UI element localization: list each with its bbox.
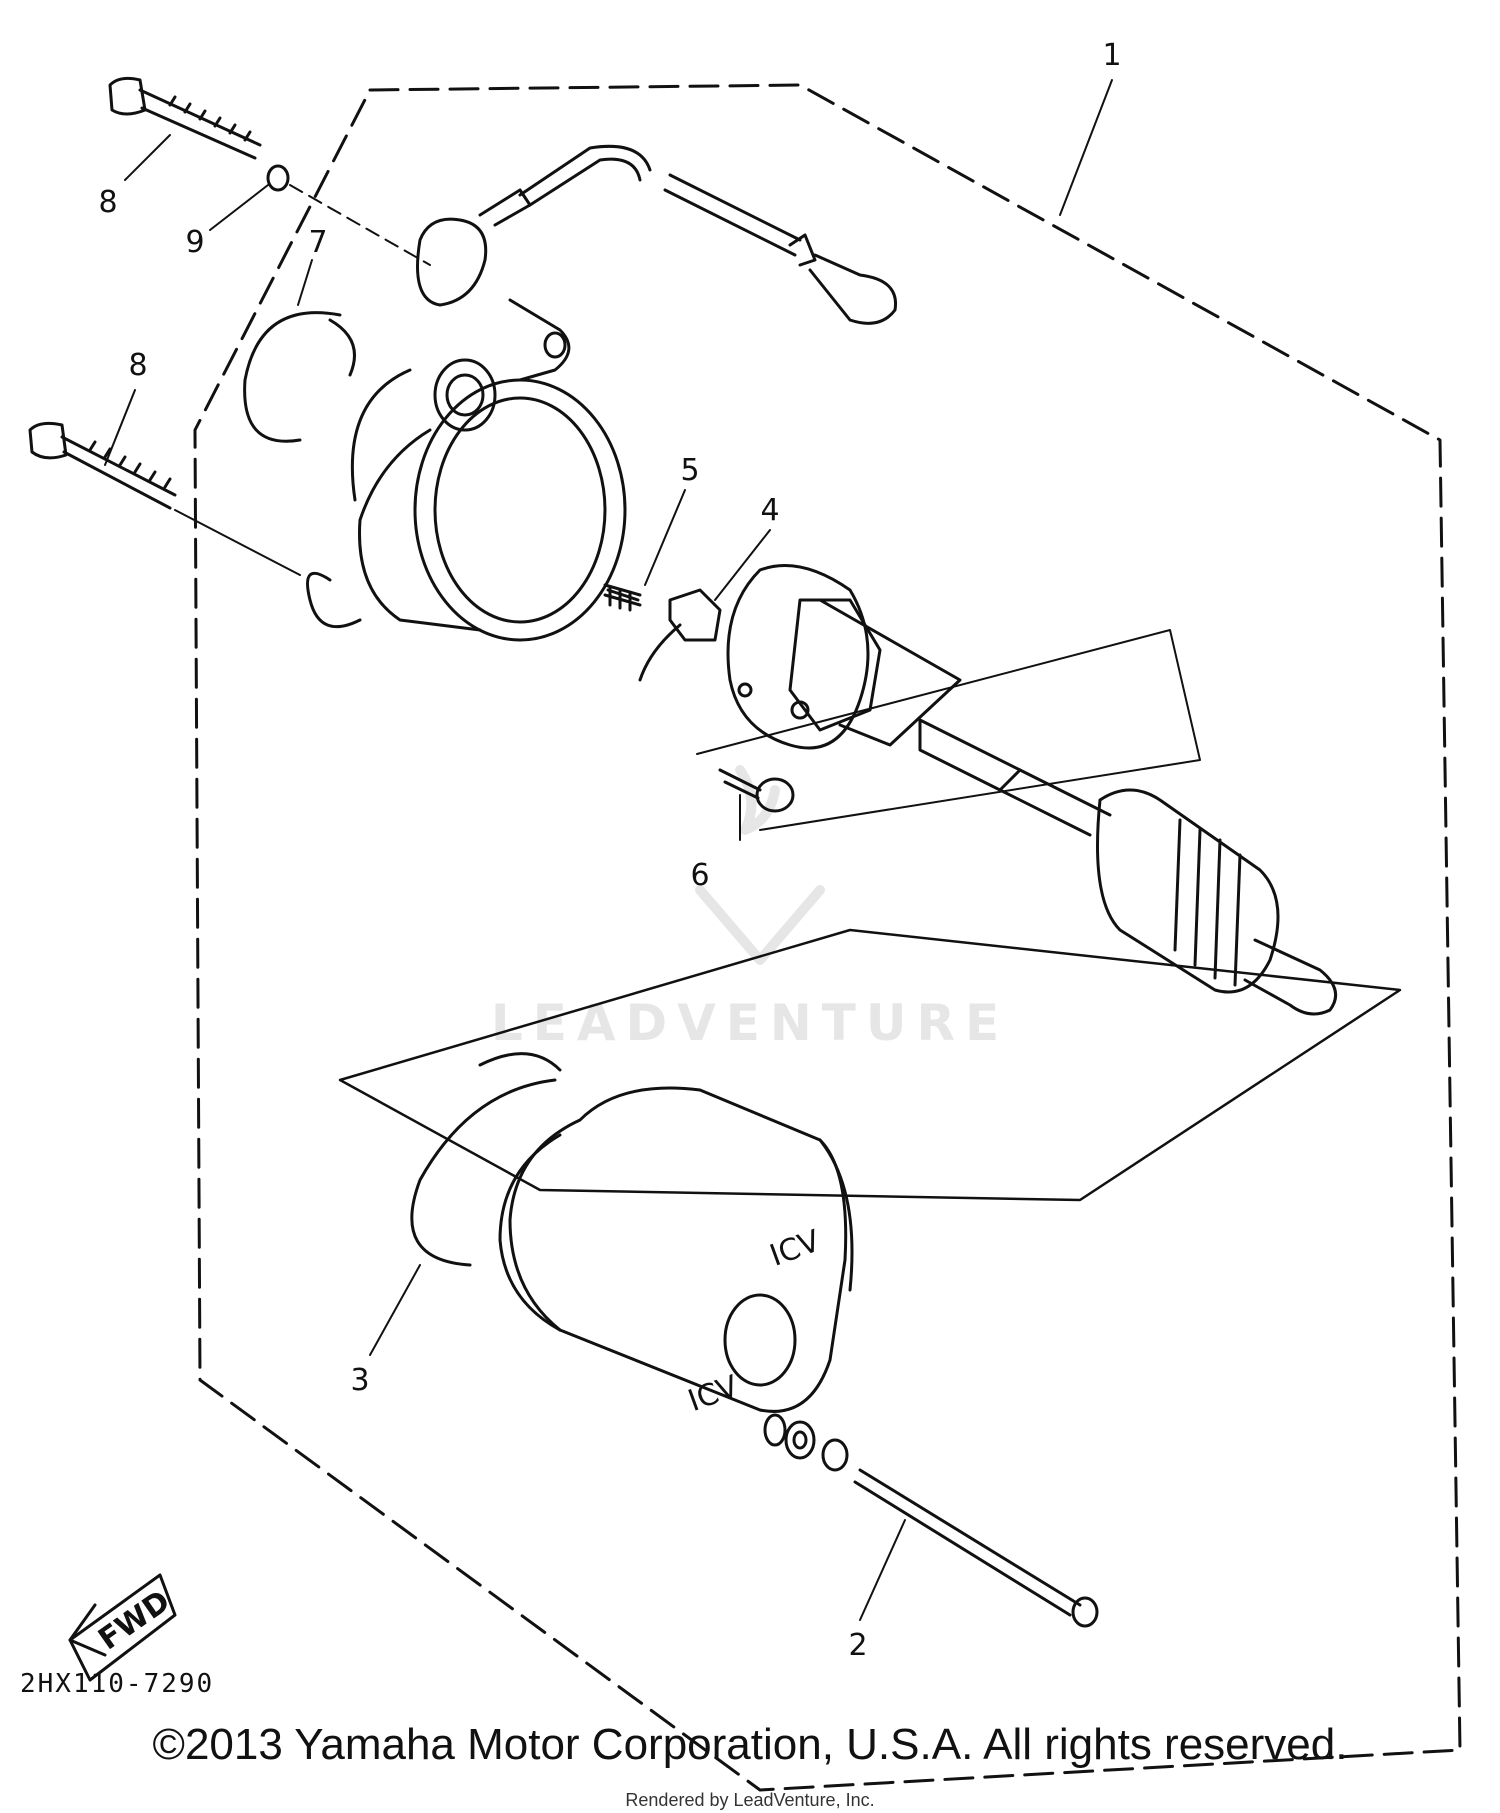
leadventure-watermark-logo — [695, 765, 825, 965]
callout-8-upper: 8 — [98, 185, 117, 220]
brush-holder-plate — [726, 564, 962, 750]
callout-2: 2 — [848, 1628, 867, 1663]
callout-9: 9 — [185, 225, 204, 260]
assembly-outline-dashed — [193, 83, 1462, 1792]
yoke-stamp: ICV — [765, 1223, 825, 1273]
drawing-number: 2HX110-7290 — [20, 1669, 214, 1699]
brush — [638, 588, 722, 682]
callout-8-lower: 8 — [128, 348, 147, 383]
screw — [718, 768, 795, 813]
copyright-notice: ©2013 Yamaha Motor Corporation, U.S.A. A… — [152, 1720, 1348, 1769]
leader-line-dashed — [289, 184, 431, 266]
callout-5: 5 — [680, 453, 699, 488]
callout-3: 3 — [350, 1363, 369, 1398]
leader-9 — [209, 184, 269, 231]
brush-holder-plane-outline — [696, 629, 1201, 831]
leader-8a — [124, 134, 171, 181]
callout-7: 7 — [308, 225, 327, 260]
yoke-stamp-lower: ICV — [684, 1369, 744, 1419]
front-cover — [306, 298, 627, 642]
leader-1 — [1059, 79, 1113, 216]
lead-wire — [416, 144, 898, 325]
leader-8b — [104, 389, 136, 466]
leader-3 — [369, 1264, 421, 1356]
callout-4: 4 — [760, 493, 779, 528]
bolt-upper — [108, 76, 262, 160]
through-bolt-washers — [763, 1413, 849, 1472]
o-ring-upper — [243, 311, 356, 443]
leader-4 — [714, 529, 771, 601]
o-ring-lower — [410, 1052, 562, 1267]
fwd-arrow-icon — [68, 1573, 177, 1682]
leader-7 — [297, 259, 313, 306]
rendered-by-notice: Rendered by LeadVenture, Inc. — [625, 1790, 875, 1810]
leader-5 — [644, 489, 686, 586]
leader-2 — [859, 1519, 906, 1621]
brush-spring — [603, 583, 642, 612]
washer — [266, 164, 290, 192]
yoke — [498, 1086, 854, 1413]
armature — [918, 718, 1338, 1016]
leader-line-long — [174, 509, 301, 576]
watermark-text: LEADVENTURE — [491, 994, 1009, 1052]
callout-1: 1 — [1102, 38, 1121, 73]
bolt-lower — [28, 421, 177, 510]
armature-plane-outline — [338, 928, 1402, 1202]
through-bolt — [853, 1468, 1099, 1628]
callout-6: 6 — [690, 858, 709, 893]
